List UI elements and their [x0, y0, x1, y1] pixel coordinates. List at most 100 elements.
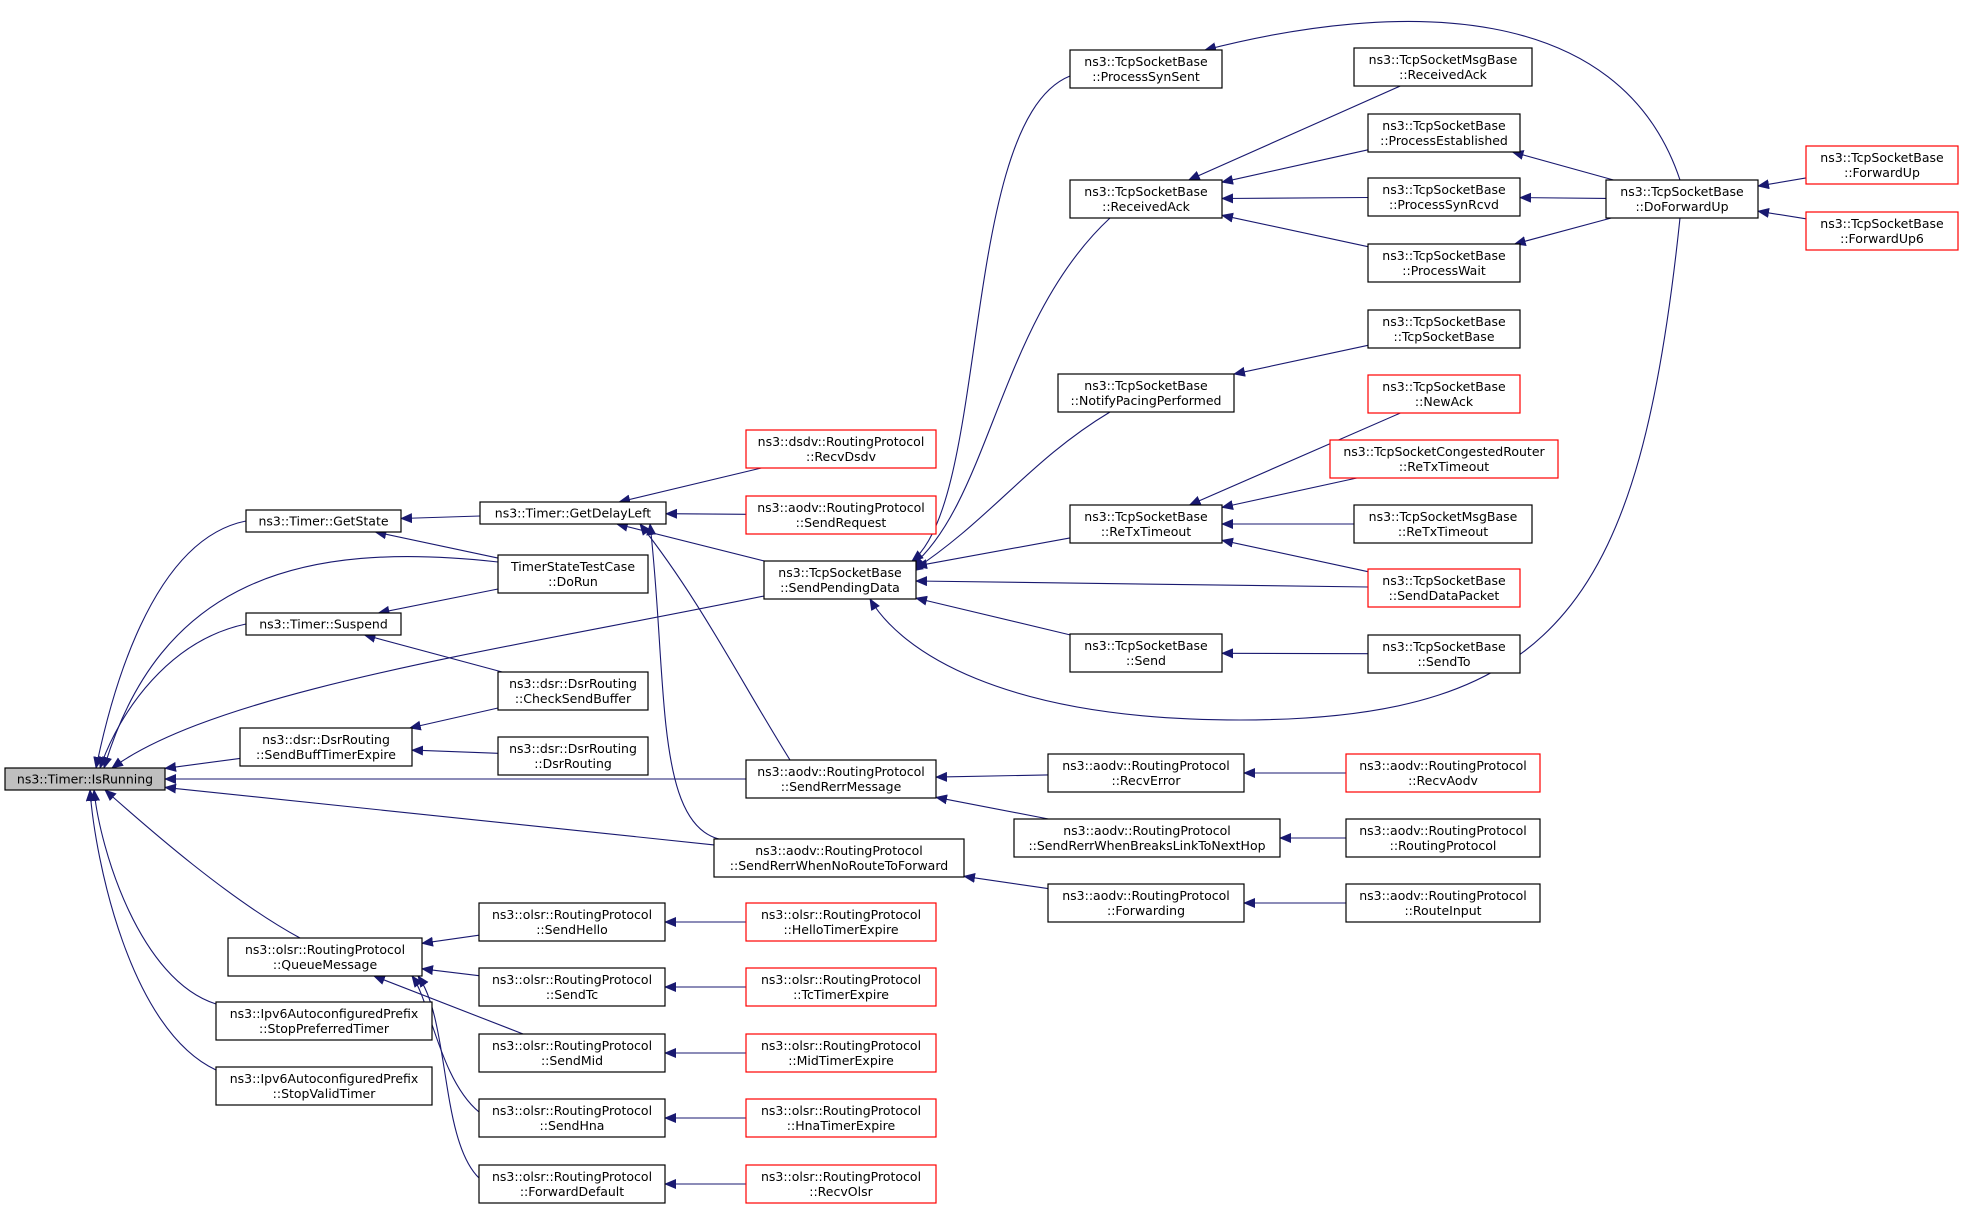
node-olsr-recvolsr[interactable]: ns3::olsr::RoutingProtocol::RecvOlsr: [745, 1164, 937, 1204]
node-tcp-sendpendingdata[interactable]: ns3::TcpSocketBase::SendPendingData: [763, 560, 917, 600]
node-tcp-senddatapacket[interactable]: ns3::TcpSocketBase::SendDataPacket: [1367, 568, 1521, 608]
edge-tcp_senddatapacket-to-tcp_sendpendingdata: [915, 576, 1369, 588]
node-olsr-sendhello[interactable]: ns3::olsr::RoutingProtocol::SendHello: [478, 902, 666, 942]
node-tcp-processestablished[interactable]: ns3::TcpSocketBase::ProcessEstablished: [1367, 113, 1521, 153]
node-olsr-tctimerexpire[interactable]: ns3::olsr::RoutingProtocol::TcTimerExpir…: [745, 967, 937, 1007]
node-aodv-recvaodv[interactable]: ns3::aodv::RoutingProtocol::RecvAodv: [1345, 753, 1541, 793]
node-label-line: ::MidTimerExpire: [788, 1053, 894, 1068]
node-olsr-midtimerexpire[interactable]: ns3::olsr::RoutingProtocol::MidTimerExpi…: [745, 1033, 937, 1073]
node-label-line: ns3::TcpSocketBase: [1084, 184, 1208, 199]
node-aodv-sendrequest[interactable]: ns3::aodv::RoutingProtocol::SendRequest: [745, 495, 937, 535]
node-label-line: ::TcpSocketBase: [1393, 329, 1494, 344]
node-timerstate-dorun[interactable]: TimerStateTestCase::DoRun: [497, 554, 649, 594]
node-box: [215, 1001, 433, 1041]
node-aodv-sendrerrwhennoroute[interactable]: ns3::aodv::RoutingProtocol::SendRerrWhen…: [713, 838, 965, 878]
node-suspend[interactable]: ns3::Timer::Suspend: [245, 612, 402, 636]
node-box: [1069, 49, 1223, 89]
edges-layer: [85, 20, 1807, 1189]
node-label-line: ns3::aodv::RoutingProtocol: [1359, 888, 1527, 903]
node-box: [478, 967, 666, 1007]
node-tcp-forwardup6[interactable]: ns3::TcpSocketBase::ForwardUp6: [1805, 211, 1959, 251]
node-label-line: ns3::olsr::RoutingProtocol: [761, 972, 921, 987]
node-label-line: ::DsrRouting: [534, 756, 612, 771]
node-stop-valid[interactable]: ns3::Ipv6AutoconfiguredPrefix::StopValid…: [215, 1066, 433, 1106]
node-tcp-tcpsocketbase[interactable]: ns3::TcpSocketBase::TcpSocketBase: [1367, 309, 1521, 349]
node-is-running: ns3::Timer::IsRunning: [4, 767, 166, 791]
node-label-line: ns3::aodv::RoutingProtocol: [757, 764, 925, 779]
node-label-line: ns3::TcpSocketMsgBase: [1369, 52, 1518, 67]
node-box: [1353, 504, 1533, 544]
edge-tcp_doforwardup-to-tcp_processwait: [1513, 217, 1612, 246]
node-aodv-forwarding[interactable]: ns3::aodv::RoutingProtocol::Forwarding: [1047, 883, 1245, 923]
node-aodv-routeinput[interactable]: ns3::aodv::RoutingProtocol::RouteInput: [1345, 883, 1541, 923]
node-dsr-dsrrouting[interactable]: ns3::dsr::DsrRouting::DsrRouting: [497, 736, 649, 776]
node-tcp-send[interactable]: ns3::TcpSocketBase::Send: [1069, 633, 1223, 673]
node-get-state[interactable]: ns3::Timer::GetState: [245, 509, 402, 533]
node-dsdv-recvdsdv[interactable]: ns3::dsdv::RoutingProtocol::RecvDsdv: [745, 429, 937, 469]
node-dsr-checksendbuffer[interactable]: ns3::dsr::DsrRouting::CheckSendBuffer: [497, 671, 649, 711]
node-aodv-sendrerrbreaks[interactable]: ns3::aodv::RoutingProtocol::SendRerrWhen…: [1013, 818, 1281, 858]
node-tcp-sendto[interactable]: ns3::TcpSocketBase::SendTo: [1367, 634, 1521, 674]
node-tcp-notifypacing[interactable]: ns3::TcpSocketBase::NotifyPacingPerforme…: [1057, 373, 1235, 413]
node-label-line: ::SendTc: [546, 987, 598, 1002]
edge-aodv_sendrerrbreaks-to-aodv_sendrerrmessage: [935, 794, 1049, 820]
node-label-line: ns3::Timer::IsRunning: [17, 772, 153, 787]
node-get-delay-left[interactable]: ns3::Timer::GetDelayLeft: [479, 501, 667, 525]
node-box: [1605, 179, 1759, 219]
node-tcp-processwait[interactable]: ns3::TcpSocketBase::ProcessWait: [1367, 243, 1521, 283]
node-label-line: ::QueueMessage: [273, 957, 378, 972]
node-label-line: ::SendHna: [540, 1118, 605, 1133]
node-tcp-forwardup[interactable]: ns3::TcpSocketBase::ForwardUp: [1805, 145, 1959, 185]
node-tcpmsg-retxtimeout[interactable]: ns3::TcpSocketMsgBase::ReTxTimeout: [1353, 504, 1533, 544]
node-stop-preferred[interactable]: ns3::Ipv6AutoconfiguredPrefix::StopPrefe…: [215, 1001, 433, 1041]
edge-timerstate_dorun-to-get_state: [374, 529, 499, 559]
node-box: [227, 937, 423, 977]
node-tcp-doforwardup[interactable]: ns3::TcpSocketBase::DoForwardUp: [1605, 179, 1759, 219]
node-box: [497, 671, 649, 711]
node-tcpmsg-receivedack[interactable]: ns3::TcpSocketMsgBase::ReceivedAck: [1353, 47, 1533, 87]
node-box: [713, 838, 965, 878]
edge-tcpmsg_receivedack-to-tcp_receivedack: [1187, 85, 1401, 181]
node-aodv-recverror[interactable]: ns3::aodv::RoutingProtocol::RecvError: [1047, 753, 1245, 793]
node-label-line: ::SendMid: [541, 1053, 603, 1068]
node-label-line: ns3::TcpSocketBase: [1084, 638, 1208, 653]
node-label-line: ::RecvError: [1112, 773, 1182, 788]
node-aodv-sendrerrmessage[interactable]: ns3::aodv::RoutingProtocol::SendRerrMess…: [745, 759, 937, 799]
node-tcp-newack[interactable]: ns3::TcpSocketBase::NewAck: [1367, 374, 1521, 414]
node-box: [745, 759, 937, 799]
node-olsr-hnatimerexpire[interactable]: ns3::olsr::RoutingProtocol::HnaTimerExpi…: [745, 1098, 937, 1138]
node-tcp-retxtimeout[interactable]: ns3::TcpSocketBase::ReTxTimeout: [1069, 504, 1223, 544]
node-tcp-processsynsent[interactable]: ns3::TcpSocketBase::ProcessSynSent: [1069, 49, 1223, 89]
node-box: [1057, 373, 1235, 413]
edge-olsr_queuemessage-to-is_running: [104, 789, 301, 939]
node-tcpcongested-retx[interactable]: ns3::TcpSocketCongestedRouter::ReTxTimeo…: [1329, 439, 1559, 479]
node-aodv-routingprotocol[interactable]: ns3::aodv::RoutingProtocol::RoutingProto…: [1345, 818, 1541, 858]
node-box: [1069, 504, 1223, 544]
node-olsr-sendhna[interactable]: ns3::olsr::RoutingProtocol::SendHna: [478, 1098, 666, 1138]
node-olsr-sendtc[interactable]: ns3::olsr::RoutingProtocol::SendTc: [478, 967, 666, 1007]
node-box: [1013, 818, 1281, 858]
node-olsr-sendmid[interactable]: ns3::olsr::RoutingProtocol::SendMid: [478, 1033, 666, 1073]
node-olsr-queuemessage[interactable]: ns3::olsr::RoutingProtocol::QueueMessage: [227, 937, 423, 977]
node-tcp-receivedack[interactable]: ns3::TcpSocketBase::ReceivedAck: [1069, 179, 1223, 219]
node-olsr-forwarddefault[interactable]: ns3::olsr::RoutingProtocol::ForwardDefau…: [478, 1164, 666, 1204]
node-box: [1367, 243, 1521, 283]
node-sendbufftimerexpire[interactable]: ns3::dsr::DsrRouting::SendBuffTimerExpir…: [239, 727, 413, 767]
edge-tcp_retxtimeout-to-tcp_sendpendingdata: [915, 537, 1071, 570]
node-tcp-processsynrcvd[interactable]: ns3::TcpSocketBase::ProcessSynRcvd: [1367, 177, 1521, 217]
node-box: [478, 1164, 666, 1204]
node-olsr-hellotimerexpire[interactable]: ns3::olsr::RoutingProtocol::HelloTimerEx…: [745, 902, 937, 942]
node-box: [745, 1098, 937, 1138]
node-box: [478, 902, 666, 942]
edge-stop_valid-to-is_running: [85, 789, 217, 1071]
edge-tcp_doforwardup-to-tcp_processsynsent: [1204, 20, 1681, 181]
node-box: [745, 967, 937, 1007]
node-box: [1353, 47, 1533, 87]
node-label-line: ::RoutingProtocol: [1390, 838, 1497, 853]
edge-suspend-to-is_running: [98, 623, 247, 769]
node-label-line: ns3::aodv::RoutingProtocol: [1359, 758, 1527, 773]
edge-dsr_checksendbuffer-to-suspend: [363, 633, 503, 673]
node-label-line: ns3::olsr::RoutingProtocol: [761, 1103, 921, 1118]
node-label-line: ::SendBuffTimerExpire: [256, 747, 396, 762]
node-label-line: TimerStateTestCase: [510, 559, 635, 574]
